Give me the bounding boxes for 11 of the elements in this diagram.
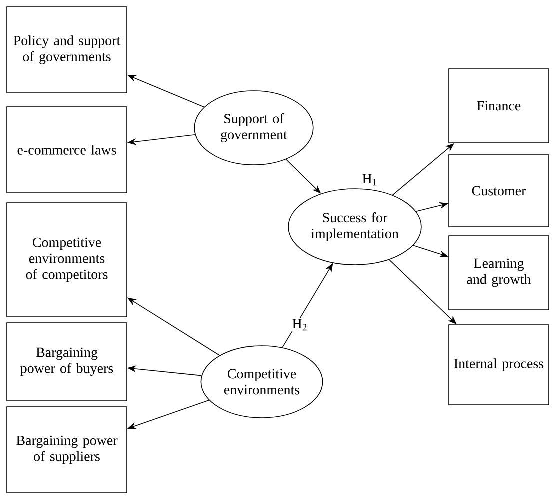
concept-box: Policy and support of governments: [6, 6, 128, 94]
concept-box: Learning and growth: [448, 236, 550, 310]
concept-box: Bargaining power of suppliers: [6, 406, 128, 494]
edge-label: H$_{1}$: [361, 173, 379, 187]
concept-box: e-commerce laws: [6, 106, 128, 194]
concept-box: Internal process: [448, 324, 550, 406]
edge-label: H$_{2}$: [291, 318, 309, 332]
concept-box: Finance: [448, 68, 550, 144]
concept-box: Competitive environments of competitors: [6, 202, 128, 318]
concept-box: Bargaining power of buyers: [6, 322, 128, 402]
concept-box: Customer: [448, 154, 550, 228]
